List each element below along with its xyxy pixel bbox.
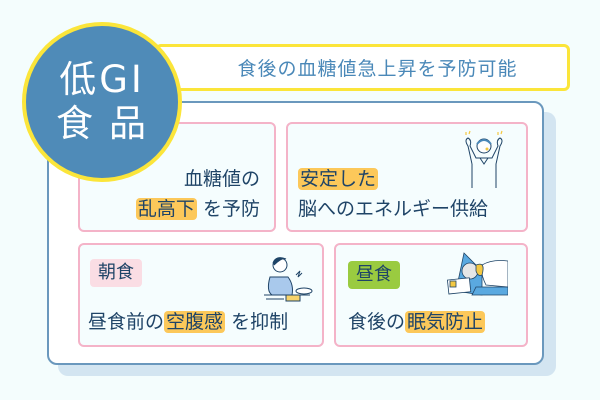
card1-rest: を予防 [202, 198, 260, 220]
card-breakfast: 朝食 昼食前の空腹感 を抑制 [78, 243, 324, 347]
card2-line1: 安定した [298, 166, 379, 192]
headline-box: 食後の血糖値急上昇を予防可能 [155, 44, 570, 91]
card4-prefix: 食後の [348, 311, 406, 333]
card-lunch: 昼食 食後の眠気防止 [334, 243, 528, 347]
card2-line2: 脳へのエネルギー供給 [298, 198, 489, 220]
hungry-man-illustration-icon [264, 257, 313, 302]
card3-highlight: 空腹感 [164, 311, 226, 333]
card2-highlight: 安定した [298, 168, 379, 190]
lunch-tag: 昼食 [348, 261, 400, 289]
card3-prefix: 昼食前の [88, 311, 165, 333]
headline-text: 食後の血糖値急上昇を予防可能 [237, 58, 518, 80]
card-brain-energy: 安定した 脳へのエネルギー供給 [286, 122, 528, 232]
breakfast-tag: 朝食 [90, 259, 142, 287]
card1-line1: 血糖値の [183, 168, 260, 190]
badge-line2: 食品 [56, 102, 162, 145]
card4-line: 食後の眠気防止 [348, 309, 486, 335]
card3-rest: を抑制 [231, 311, 289, 333]
card-blood-sugar: 血糖値の 乱高下 を予防 [78, 122, 276, 232]
card1-line2: 乱高下 を予防 [135, 196, 260, 222]
low-gi-badge: 低GI 食品 [22, 22, 182, 182]
flexing-man-illustration-icon [465, 130, 503, 188]
card4-highlight: 眠気防止 [405, 311, 486, 333]
sleeping-person-illustration-icon [446, 252, 508, 296]
card3-line: 昼食前の空腹感 を抑制 [88, 309, 288, 335]
badge-line1: 低GI [59, 58, 145, 101]
card1-highlight: 乱高下 [135, 198, 197, 220]
